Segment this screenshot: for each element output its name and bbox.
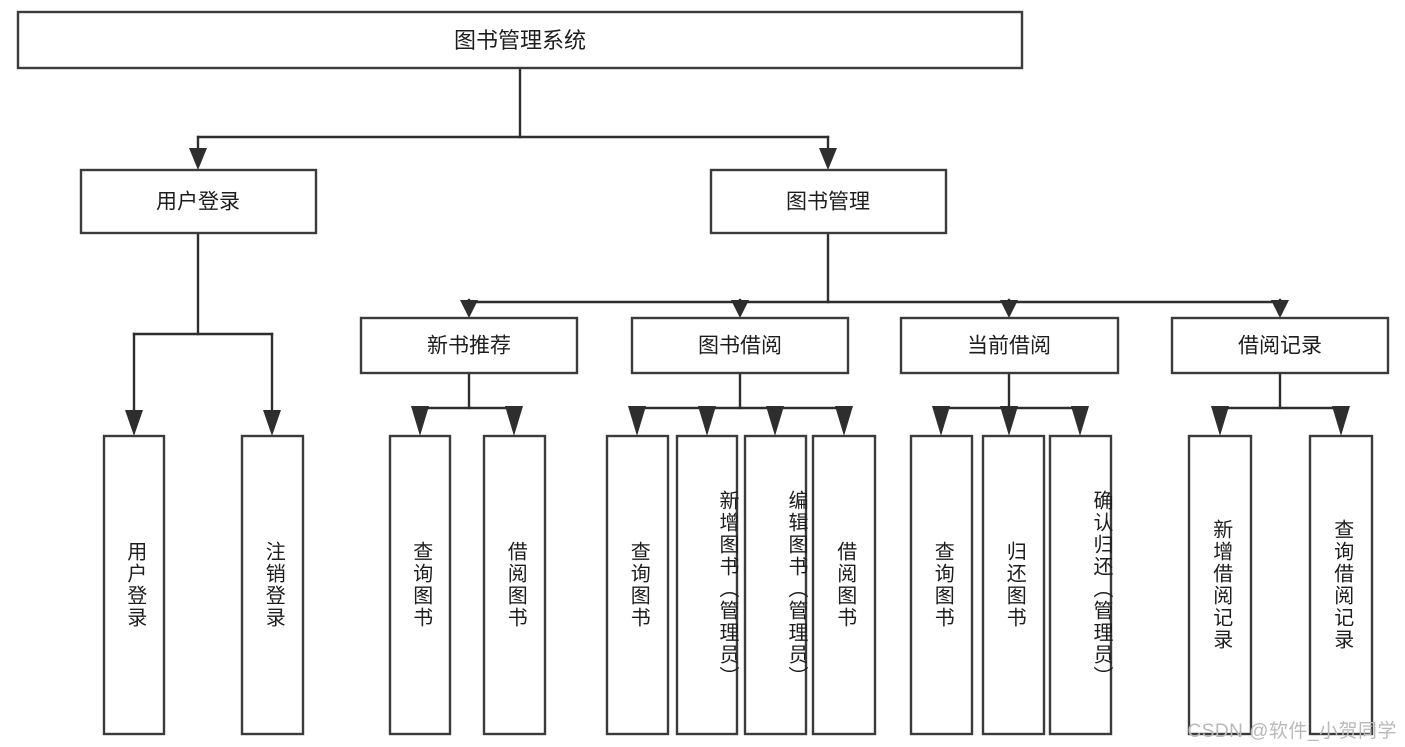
arrow-head-leaf-user-login [125, 410, 143, 436]
leaf-box-query-book-1[interactable] [388, 434, 452, 736]
leaf-box-query-record[interactable] [1308, 434, 1374, 736]
arrow-head-leaf-query-book-3 [932, 406, 950, 436]
leaf-box-add-book[interactable] [675, 434, 739, 736]
arrow-head-leaf-add-book [698, 406, 716, 436]
node-new-book-recommend-box[interactable] [359, 316, 579, 375]
connector-group-borrow-book [628, 371, 853, 436]
leaf-box-borrow-book-2[interactable] [811, 434, 877, 736]
arrow-head-borrow-record [1271, 300, 1289, 318]
arrow-head-leaf-borrow-book-1 [505, 406, 523, 436]
leaf-box-query-book-3[interactable] [909, 434, 974, 736]
arrow-head-leaf-query-record [1332, 406, 1350, 436]
arrow-head-leaf-return-book [1000, 406, 1018, 436]
connector-group-current-borrow [932, 371, 1089, 436]
node-current-borrow[interactable]: 当前借阅 [899, 316, 1120, 375]
leaf-box-confirm-return[interactable] [1048, 434, 1113, 736]
connector-group-user-login [125, 231, 281, 436]
arrow-head-leaf-add-record [1211, 406, 1229, 436]
node-current-borrow-box[interactable] [899, 316, 1120, 375]
node-current-borrow-label: 当前借阅 [967, 335, 1051, 358]
node-book-borrow[interactable]: 图书借阅 [630, 316, 850, 375]
arrow-head-leaf-query-book-2 [628, 406, 646, 436]
arrow-head-leaf-query-book-1 [411, 406, 429, 436]
node-user-login-label: 用户登录 [156, 191, 240, 214]
node-borrow-record[interactable]: 借阅记录 [1170, 316, 1390, 375]
node-book-borrow-box[interactable] [630, 316, 850, 375]
node-user-login[interactable]: 用户登录 [79, 168, 318, 235]
arrow-head-leaf-confirm-return [1071, 406, 1089, 436]
connector-group-book-mgmt [460, 231, 1289, 318]
arrow-head-current-borrow [1000, 300, 1018, 318]
arrow-head-new-book [460, 300, 478, 318]
arrow-head-user-login [189, 148, 207, 170]
connector-group-borrow-record [1211, 371, 1350, 436]
node-book-management-box[interactable] [709, 168, 948, 235]
leaf-box-logout[interactable] [240, 434, 305, 736]
arrow-head-leaf-borrow-book-2 [835, 406, 853, 436]
node-user-login-box[interactable] [79, 168, 318, 235]
leaf-box-user-login[interactable] [102, 434, 166, 736]
arrow-head-book-mgmt [819, 148, 837, 170]
node-book-management[interactable]: 图书管理 [709, 168, 948, 235]
node-root[interactable]: 图书管理系统 [16, 10, 1024, 70]
node-borrow-record-label: 借阅记录 [1238, 335, 1322, 358]
connector-group-new-book [411, 371, 523, 436]
node-book-borrow-label: 图书借阅 [698, 335, 782, 358]
node-borrow-record-box[interactable] [1170, 316, 1390, 375]
node-new-book-recommend-label: 新书推荐 [427, 335, 511, 358]
node-root-box[interactable] [16, 10, 1024, 70]
leaf-box-group [102, 434, 1374, 736]
leaf-box-return-book[interactable] [981, 434, 1046, 736]
arrow-head-leaf-edit-book [766, 406, 784, 436]
leaf-box-query-book-2[interactable] [605, 434, 670, 736]
leaf-box-add-record[interactable] [1187, 434, 1253, 736]
node-new-book-recommend[interactable]: 新书推荐 [359, 316, 579, 375]
node-book-management-label: 图书管理 [786, 191, 870, 214]
csdn-watermark: CSDN @软件_小贺同学 [1187, 721, 1397, 742]
arrow-head-leaf-logout [263, 410, 281, 436]
arrow-head-borrow-book [731, 300, 749, 318]
leaf-box-edit-book[interactable] [743, 434, 808, 736]
node-root-label: 图书管理系统 [454, 28, 586, 53]
connector-group-root [189, 66, 837, 170]
leaf-box-borrow-book-1[interactable] [482, 434, 547, 736]
